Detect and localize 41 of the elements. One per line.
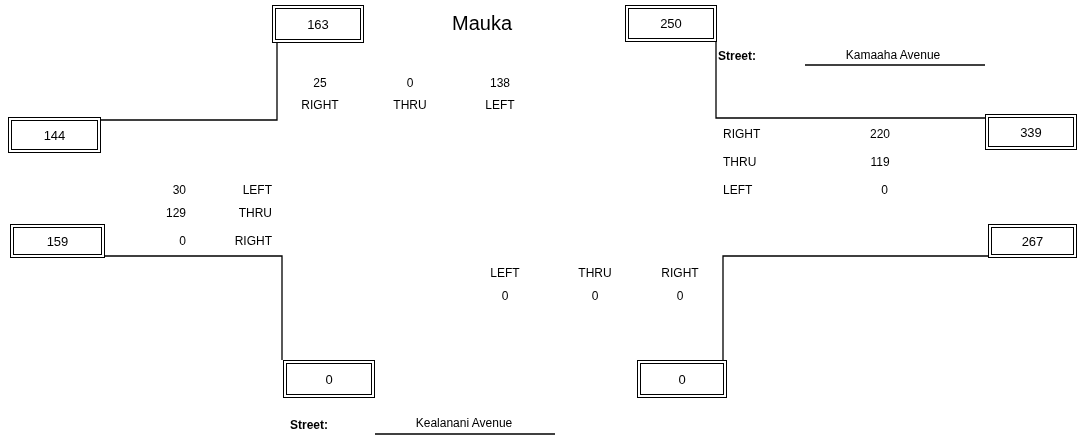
count-box: 267 (988, 224, 1077, 258)
count-label: 129 (165, 206, 186, 220)
count-label: LEFT (490, 266, 520, 280)
count-label: THRU (578, 266, 612, 280)
count-label: 138 (490, 76, 510, 90)
count-label: THRU (238, 206, 272, 220)
count-label: LEFT (723, 183, 753, 197)
count-label: 25 (313, 76, 327, 90)
field-label: Street: (290, 418, 328, 432)
count-label: RIGHT (234, 234, 272, 248)
title: Mauka (452, 12, 513, 35)
count-box: 163 (272, 5, 364, 43)
count-label: 119 (870, 155, 890, 169)
count-label: THRU (393, 98, 427, 112)
count-label: LEFT (242, 183, 272, 197)
count-label: 30 (172, 183, 186, 197)
connector-line (715, 41, 986, 119)
count-box: 0 (637, 360, 727, 398)
count-label: 0 (501, 289, 509, 303)
count-box: 339 (985, 114, 1077, 150)
connector-line (100, 42, 278, 121)
count-label: THRU (723, 155, 757, 169)
count-box: 144 (8, 117, 101, 153)
count-label: 220 (870, 127, 890, 141)
count-label: 0 (881, 183, 888, 197)
count-label: Kealanani Avenue (415, 416, 513, 430)
count-label: RIGHT (661, 266, 699, 280)
count-box: 0 (283, 360, 375, 398)
count-box: 250 (625, 5, 717, 42)
connector-line (104, 255, 283, 361)
count-label: RIGHT (723, 127, 761, 141)
count-label: 0 (676, 289, 684, 303)
connector-line (722, 255, 989, 361)
count-label: LEFT (485, 98, 515, 112)
count-label: 0 (406, 76, 414, 90)
field-label: Street: (718, 49, 756, 63)
count-label: 0 (591, 289, 599, 303)
count-label: Kamaaha Avenue (845, 48, 941, 62)
count-label: RIGHT (301, 98, 339, 112)
count-label: 0 (179, 234, 186, 248)
count-box: 159 (10, 224, 105, 258)
